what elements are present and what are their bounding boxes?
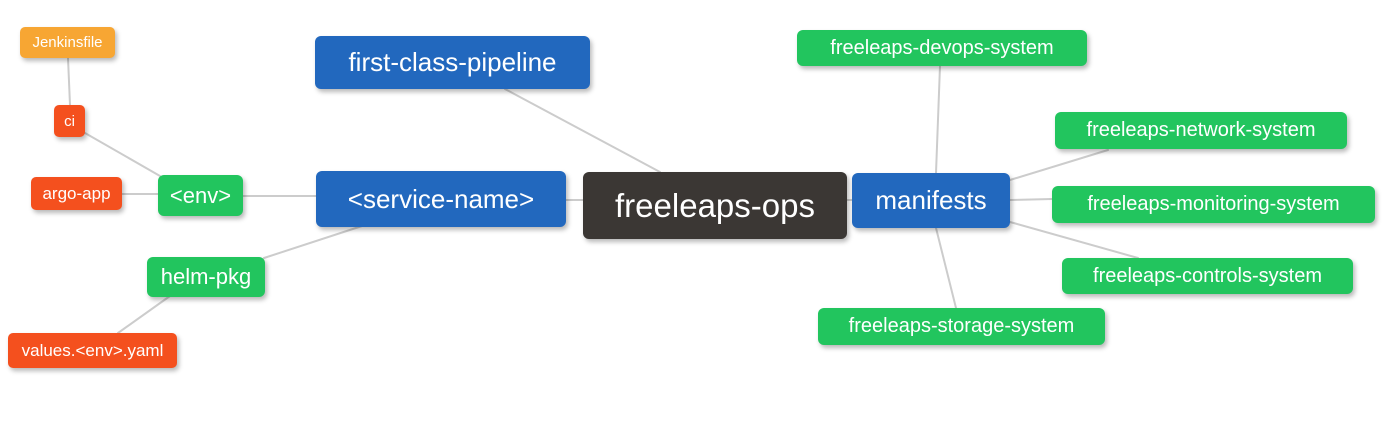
node-ci[interactable]: ci bbox=[54, 105, 85, 137]
edge-helm-pkg-to-service-name bbox=[263, 225, 363, 259]
node-freeleaps-ops[interactable]: freeleaps-ops bbox=[583, 172, 847, 239]
node-helm-pkg[interactable]: helm-pkg bbox=[147, 257, 265, 297]
node-network-system[interactable]: freeleaps-network-system bbox=[1055, 112, 1347, 149]
edge-jenkinsfile-to-ci bbox=[67, 57, 71, 106]
node-devops-system[interactable]: freeleaps-devops-system bbox=[797, 30, 1087, 66]
edge-values-env-yaml-to-helm-pkg bbox=[117, 295, 171, 334]
edge-manifests-to-monitoring-system bbox=[1009, 198, 1053, 201]
edge-ci-to-env bbox=[84, 132, 161, 177]
node-service-name[interactable]: <service-name> bbox=[316, 171, 566, 227]
node-storage-system[interactable]: freeleaps-storage-system bbox=[818, 308, 1105, 345]
edge-manifests-to-devops-system bbox=[935, 65, 941, 174]
edge-manifests-to-storage-system bbox=[935, 227, 957, 309]
node-monitoring-system[interactable]: freeleaps-monitoring-system bbox=[1052, 186, 1375, 223]
node-jenkinsfile[interactable]: Jenkinsfile bbox=[20, 27, 115, 58]
edge-manifests-to-network-system bbox=[1009, 149, 1109, 181]
node-argo-app[interactable]: argo-app bbox=[31, 177, 122, 210]
node-first-class-pipeline[interactable]: first-class-pipeline bbox=[315, 36, 590, 89]
node-values-env-yaml[interactable]: values.<env>.yaml bbox=[8, 333, 177, 368]
edge-manifests-to-controls-system bbox=[1009, 221, 1139, 259]
edge-first-class-pipeline-to-freeleaps-ops bbox=[504, 88, 661, 173]
node-manifests[interactable]: manifests bbox=[852, 173, 1010, 228]
node-controls-system[interactable]: freeleaps-controls-system bbox=[1062, 258, 1353, 294]
node-env[interactable]: <env> bbox=[158, 175, 243, 216]
